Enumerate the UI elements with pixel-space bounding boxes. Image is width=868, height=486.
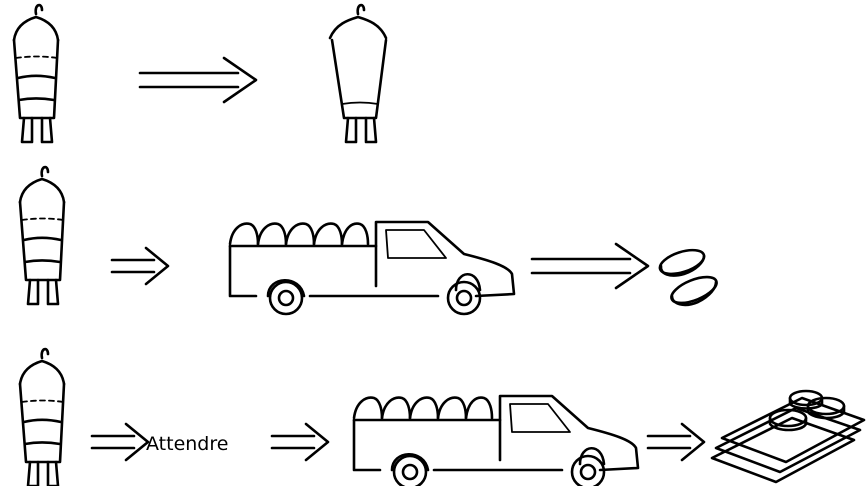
arrow-icon	[646, 422, 706, 462]
arrow-icon	[530, 242, 650, 290]
beehive-harvested-icon	[328, 3, 388, 144]
beehive-full-icon	[12, 3, 60, 144]
coins-icon	[658, 248, 718, 307]
arrow-icon	[138, 56, 258, 104]
arrow-icon	[270, 422, 330, 462]
beehive-icon	[18, 347, 66, 486]
arrow-icon	[90, 422, 150, 462]
money-pile-icon	[710, 389, 866, 484]
row-3: Attendre	[18, 347, 866, 486]
wait-label: Attendre	[146, 433, 228, 455]
row-2	[18, 165, 718, 316]
loaded-truck-icon	[228, 220, 516, 316]
loaded-truck-icon	[352, 394, 640, 486]
row-1	[12, 3, 388, 144]
beehive-icon	[18, 165, 66, 306]
arrow-icon	[110, 246, 170, 286]
